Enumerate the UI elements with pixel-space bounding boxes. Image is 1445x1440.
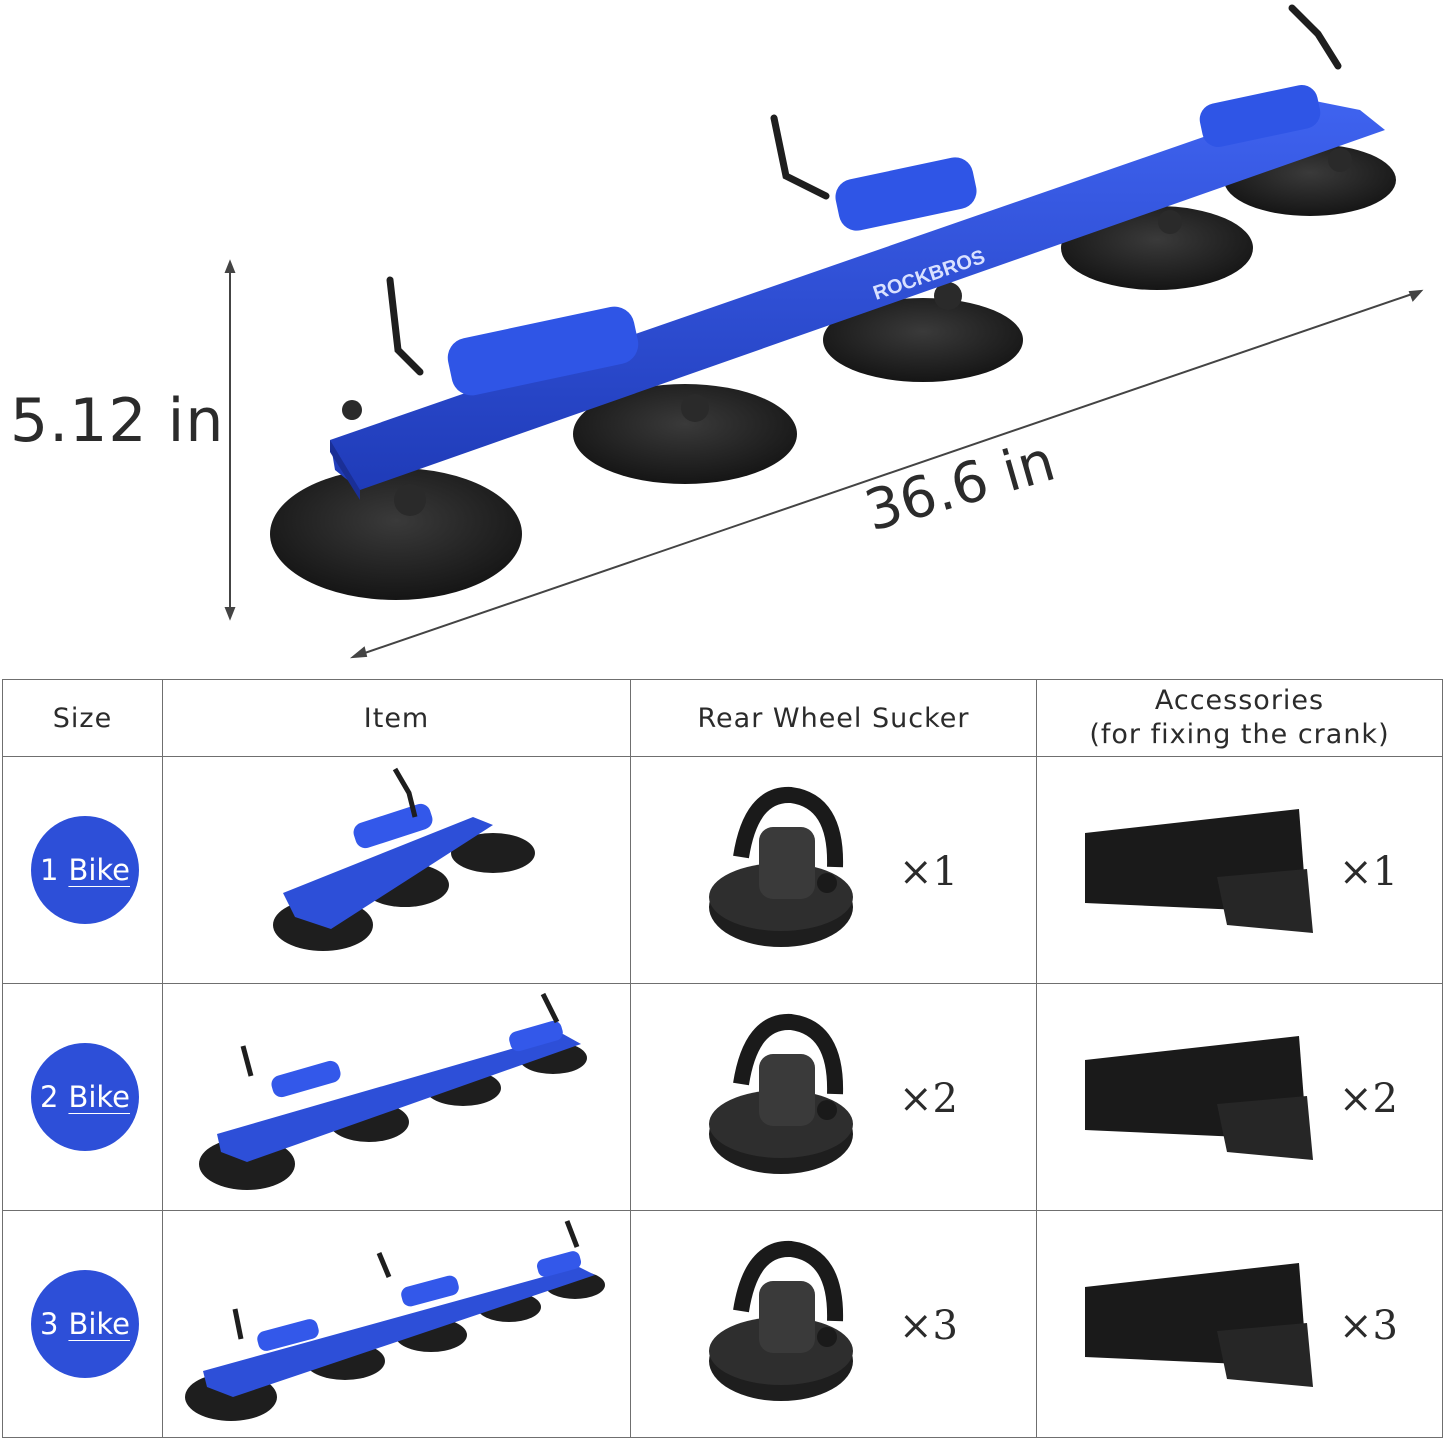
table-row: 1 Bike	[2, 756, 1443, 984]
rear-wheel-sucker-icon	[709, 1014, 853, 1174]
sucker-quantity: ×3	[899, 1303, 958, 1349]
sucker-quantity: ×2	[899, 1076, 958, 1122]
length-arrow	[349, 289, 1424, 659]
header-accessories: Accessories (for fixing the crank)	[1036, 679, 1443, 757]
rear-wheel-sucker-icon	[709, 1241, 853, 1401]
header-sucker: Rear Wheel Sucker	[630, 679, 1037, 757]
height-dimension: 5.12 in	[10, 386, 225, 456]
accessories-cell: ×1	[1036, 756, 1443, 984]
accessories-quantity: ×1	[1339, 849, 1398, 895]
size-badge: 1 Bike	[31, 816, 139, 924]
accessories-cell: ×3	[1036, 1210, 1443, 1438]
sucker-quantity: ×1	[899, 849, 958, 895]
item-cell	[162, 1210, 631, 1438]
rear-wheel-sucker-icon	[709, 787, 853, 947]
crank-strap-icon	[1085, 1263, 1313, 1387]
accessories-quantity: ×3	[1339, 1303, 1398, 1349]
item-cell	[162, 756, 631, 984]
product-hero: ROCKBROS 5.12 in 36.6 in	[0, 0, 1445, 670]
rack-3-bike-icon	[185, 1220, 605, 1421]
rack-2-bike-icon	[199, 992, 587, 1190]
table-header-row: Size Item Rear Wheel Sucker Accessories …	[2, 679, 1443, 757]
rack-3-bike-illustration: ROCKBROS	[224, 4, 1424, 659]
sucker-cell: ×1	[630, 756, 1037, 984]
quick-release-lever-icon	[386, 4, 1342, 376]
spec-table: Size Item Rear Wheel Sucker Accessories …	[2, 679, 1443, 1438]
accessories-cell: ×2	[1036, 983, 1443, 1211]
size-badge: 2 Bike	[31, 1043, 139, 1151]
size-cell: 3 Bike	[2, 1210, 163, 1438]
size-badge: 3 Bike	[31, 1270, 139, 1378]
accessories-quantity: ×2	[1339, 1076, 1398, 1122]
rack-bar	[330, 100, 1385, 500]
rack-1-bike-icon	[273, 767, 535, 951]
crank-strap-icon	[1085, 809, 1313, 933]
table-row: 3 Bike	[2, 1210, 1443, 1438]
header-item: Item	[162, 679, 631, 757]
item-cell	[162, 983, 631, 1211]
crank-strap-icon	[1085, 1036, 1313, 1160]
table-row: 2 Bike	[2, 983, 1443, 1211]
sucker-cell: ×3	[630, 1210, 1037, 1438]
size-cell: 2 Bike	[2, 983, 163, 1211]
sucker-cell: ×2	[630, 983, 1037, 1211]
header-size: Size	[2, 679, 163, 757]
fork-mount-icon	[447, 84, 1321, 396]
suction-cup-icon	[270, 144, 1396, 600]
height-arrow	[224, 259, 236, 621]
size-cell: 1 Bike	[2, 756, 163, 984]
